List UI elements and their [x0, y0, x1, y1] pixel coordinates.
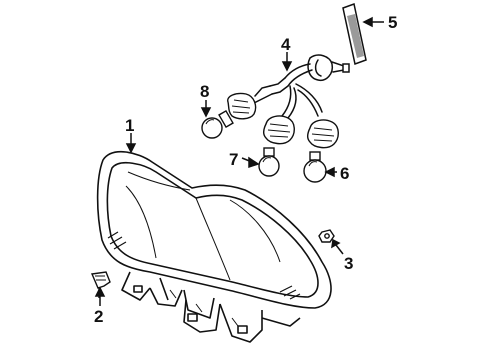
- callout-3: 3: [344, 254, 353, 273]
- callout-4: 4: [281, 35, 291, 54]
- wiring-harness-part: [251, 54, 350, 119]
- callout-7: 7: [229, 150, 238, 169]
- gasket-part: [342, 3, 367, 65]
- socket-6: [307, 119, 339, 149]
- callout-1: 1: [125, 116, 134, 135]
- callout-2: 2: [94, 307, 103, 326]
- bulb-6: [303, 151, 327, 183]
- nut-part: [318, 229, 335, 243]
- socket-8: [227, 92, 257, 120]
- socket-7: [263, 115, 295, 145]
- headlamp-housing: [96, 151, 332, 343]
- leader-lines: [94, 16, 384, 306]
- bulb-8: [201, 109, 234, 139]
- clip-part: [90, 271, 111, 298]
- callout-6: 6: [340, 164, 349, 183]
- callout-8: 8: [200, 82, 209, 101]
- bulb-7: [258, 147, 280, 177]
- callout-5: 5: [388, 13, 397, 32]
